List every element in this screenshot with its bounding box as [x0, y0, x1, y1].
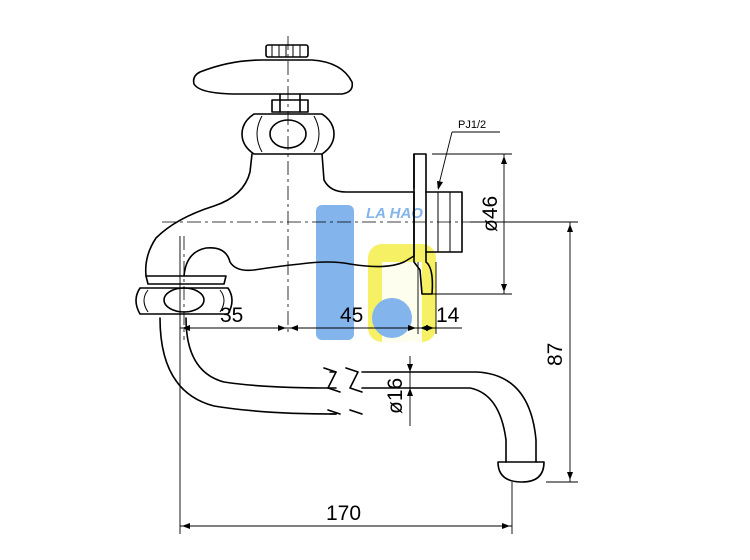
- thread-note: PJ1/2: [458, 119, 486, 131]
- dimension-46-diameter: ø46: [479, 196, 502, 232]
- dimension-14: 14: [436, 304, 460, 327]
- dimension-16-diameter: ø16: [384, 378, 407, 414]
- dimension-lines: [179, 131, 578, 534]
- dimension-35: 35: [220, 304, 243, 327]
- dimension-87: 87: [544, 343, 567, 366]
- dimension-45: 45: [340, 304, 363, 327]
- faucet-outline: [135, 44, 545, 483]
- watermark-blue-bar: [316, 205, 354, 340]
- dimension-170: 170: [326, 502, 361, 525]
- dimension-labels: 35 45 14 ø46 87 ø16 170 PJ1/2: [220, 119, 567, 525]
- watermark-text: LA HAO: [366, 205, 423, 222]
- watermark-blue-dot: [372, 298, 412, 338]
